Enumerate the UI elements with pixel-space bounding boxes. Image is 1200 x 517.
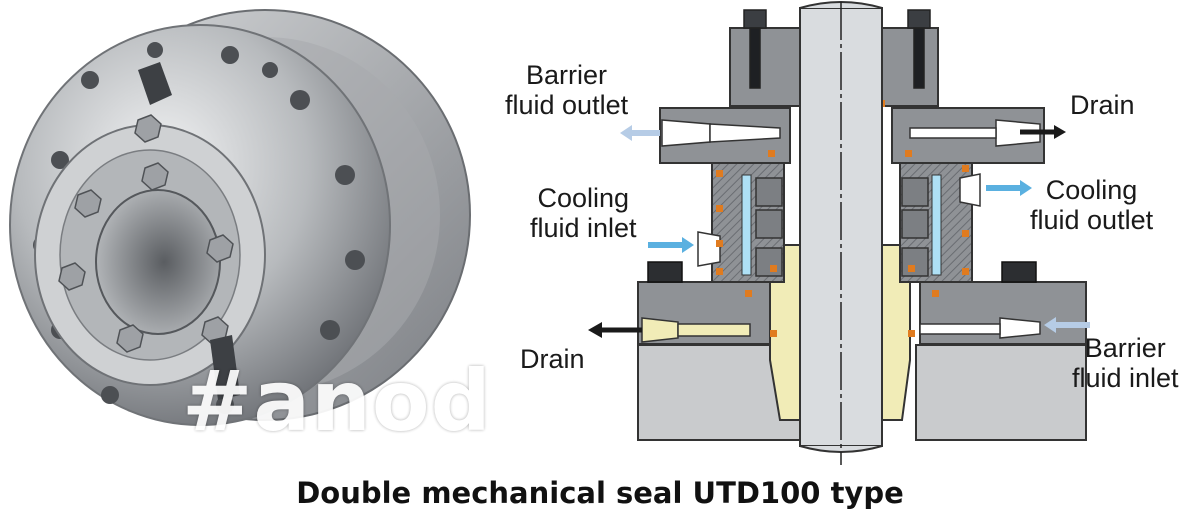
watermark: #anod	[182, 352, 492, 450]
hex-bolts	[58, 114, 234, 353]
seal-photo	[9, 9, 471, 426]
flow-arrows	[620, 125, 1090, 333]
brass-sleeve	[769, 244, 801, 421]
cross-section-diagram	[620, 1, 1090, 465]
top-bolts	[743, 9, 931, 89]
drain-bottom-arrow	[588, 322, 642, 338]
figure-caption: Double mechanical seal UTD100 type	[296, 476, 904, 510]
base-housing-right	[915, 344, 1087, 441]
label-drain-bottom: Drain	[520, 344, 585, 374]
label-drain-top: Drain	[1070, 90, 1135, 120]
seal-rings	[755, 177, 929, 277]
bore	[95, 189, 221, 335]
